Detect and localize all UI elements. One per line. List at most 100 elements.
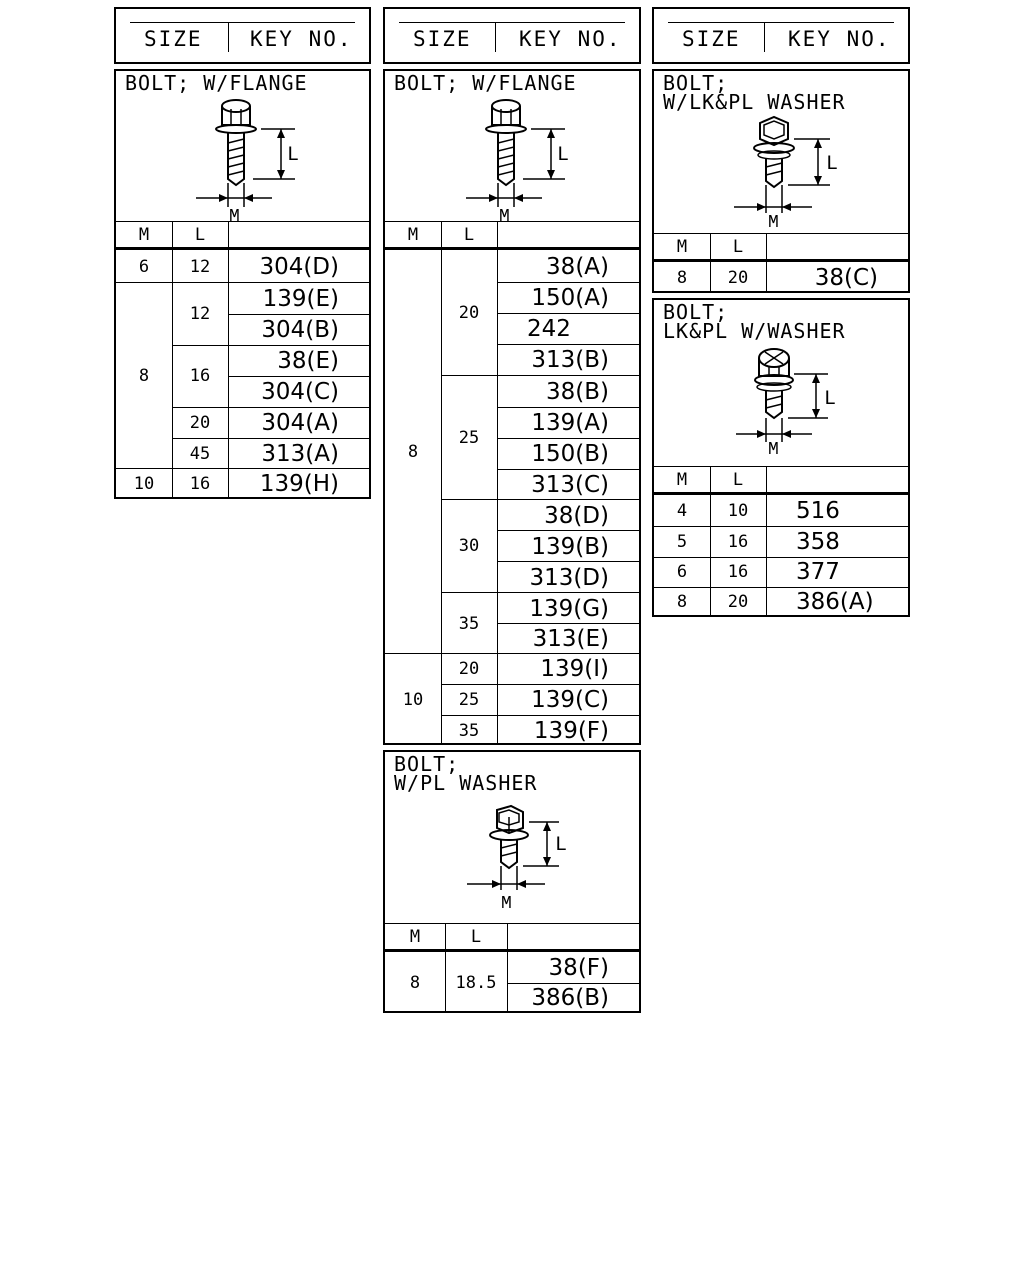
key-cell: 150(B) — [531, 440, 609, 467]
panel-title: BOLT; W/LK&PL WASHER — [663, 71, 846, 114]
m-cell: 8 — [138, 365, 150, 386]
key-no-header: KEY NO. — [250, 27, 353, 51]
bolt-lk-pl-w-washer-icon: L M — [736, 348, 836, 460]
key-cell: 38(E) — [277, 347, 339, 374]
key-cell: 313(E) — [532, 626, 609, 652]
size-header: SIZE — [682, 27, 741, 51]
l-cell: 20 — [189, 412, 211, 433]
m-cell: 4 — [676, 500, 688, 521]
size-header: SIZE — [144, 27, 203, 51]
key-cell: 139(H) — [259, 471, 339, 497]
m-cell: 8 — [407, 442, 419, 462]
key-cell: 242 — [527, 315, 571, 342]
l-cell: 12 — [189, 256, 211, 277]
dim-label-l: L — [826, 153, 838, 176]
size-table: M L 8 10 20 25 30 35 20 25 35 38(A) 150(… — [385, 221, 639, 745]
l-cell: 16 — [189, 474, 211, 494]
header-right: SIZE KEY NO. — [652, 7, 910, 64]
key-cell: 38(B) — [546, 378, 609, 405]
key-cell: 139(G) — [529, 595, 609, 622]
l-cell: 12 — [189, 304, 211, 324]
panel-title: BOLT; LK&PL W/WASHER — [663, 300, 846, 343]
column-header-m: M — [676, 236, 688, 257]
l-cell: 18.5 — [455, 973, 497, 993]
key-cell: 139(I) — [540, 656, 609, 682]
m-cell: 8 — [409, 973, 421, 993]
key-cell: 358 — [796, 528, 840, 555]
l-cell: 20 — [727, 592, 749, 612]
m-cell: 10 — [402, 689, 424, 710]
column-header-l: L — [194, 224, 206, 245]
dim-label-m: M — [501, 894, 512, 914]
l-cell: 20 — [727, 268, 749, 288]
column-header-l: L — [732, 469, 744, 490]
key-cell: 386(B) — [531, 985, 609, 1011]
column-header-l: L — [732, 236, 744, 257]
dim-label-l: L — [824, 388, 836, 411]
l-cell: 16 — [189, 366, 211, 386]
key-no-header: KEY NO. — [519, 27, 622, 51]
l-cell: 10 — [727, 500, 749, 521]
m-cell: 6 — [676, 562, 688, 582]
dim-label-m: M — [229, 207, 240, 225]
key-cell: 139(F) — [533, 717, 609, 744]
panel-bolt-w-flange-middle: BOLT; W/FLANGE L M M L 8 10 20 25 30 35 — [383, 69, 641, 745]
dim-label-l: L — [287, 144, 299, 167]
size-header: SIZE — [413, 27, 472, 51]
key-no-header: KEY NO. — [788, 27, 891, 51]
size-table: M L 8 20 38(C) — [654, 233, 908, 293]
l-cell: 35 — [458, 613, 480, 634]
bolt-lk-pl-washer-icon: L M — [734, 115, 838, 231]
key-cell: 313(B) — [531, 346, 609, 373]
m-cell: 10 — [133, 474, 155, 494]
bolt-flange-icon: L M — [466, 99, 569, 225]
dim-label-m: M — [499, 207, 510, 225]
key-cell: 38(D) — [544, 502, 609, 529]
column-header-m: M — [138, 224, 150, 245]
header-left: SIZE KEY NO. — [114, 7, 371, 64]
header-middle: SIZE KEY NO. — [383, 7, 641, 64]
m-cell: 8 — [676, 592, 688, 612]
panel-title: BOLT; W/FLANGE — [394, 71, 577, 95]
key-cell: 304(B) — [261, 316, 339, 343]
l-cell: 16 — [727, 531, 749, 552]
key-cell: 377 — [796, 559, 840, 585]
key-cell: 304(A) — [261, 409, 339, 436]
dim-label-m: M — [768, 213, 779, 231]
size-table: M L 6 12 304(D) 8 12 139(E) 304(B) 16 38… — [116, 221, 369, 499]
m-cell: 8 — [676, 268, 688, 288]
panel-bolt-w-flange-left: BOLT; W/FLANGE L M M L 6 12 304(D) 8 12 … — [114, 69, 371, 499]
column-header-l: L — [470, 926, 482, 947]
l-cell: 45 — [189, 443, 211, 464]
l-cell: 20 — [458, 659, 480, 679]
bolt-pl-washer-icon: L M — [467, 804, 567, 914]
dim-label-l: L — [555, 834, 567, 857]
panel-bolt-w-lk-pl-washer: BOLT; W/LK&PL WASHER L M M L 8 20 38(C) — [652, 69, 910, 293]
l-cell: 16 — [727, 562, 749, 582]
key-cell: 150(A) — [531, 284, 609, 311]
key-cell: 139(A) — [531, 409, 609, 436]
key-cell: 139(B) — [531, 533, 609, 560]
dim-label-l: L — [557, 144, 569, 167]
key-cell: 304(C) — [261, 378, 339, 405]
l-cell: 35 — [458, 720, 480, 741]
column-header-m: M — [676, 469, 688, 490]
bolt-flange-icon: L M — [196, 99, 299, 225]
l-cell: 30 — [458, 536, 480, 556]
l-cell: 20 — [458, 303, 480, 323]
panel-title: BOLT; W/PL WASHER — [394, 752, 538, 795]
key-cell: 386(A) — [796, 589, 874, 615]
key-cell: 38(C) — [814, 265, 878, 291]
column-header-l: L — [463, 224, 475, 245]
key-cell: 313(A) — [261, 440, 339, 467]
key-cell: 516 — [796, 497, 840, 524]
key-cell: 139(C) — [531, 687, 609, 713]
m-cell: 5 — [676, 531, 688, 552]
dim-label-m: M — [768, 440, 779, 460]
key-cell: 139(E) — [262, 285, 339, 312]
size-table: M L 8 18.5 38(F) 386(B) — [385, 923, 639, 1013]
panel-bolt-lk-pl-w-washer: BOLT; LK&PL W/WASHER L M M L 4 10 516 5 … — [652, 298, 910, 617]
column-header-m: M — [409, 926, 421, 947]
panel-title: BOLT; W/FLANGE — [125, 71, 308, 95]
key-cell: 38(A) — [546, 253, 609, 280]
